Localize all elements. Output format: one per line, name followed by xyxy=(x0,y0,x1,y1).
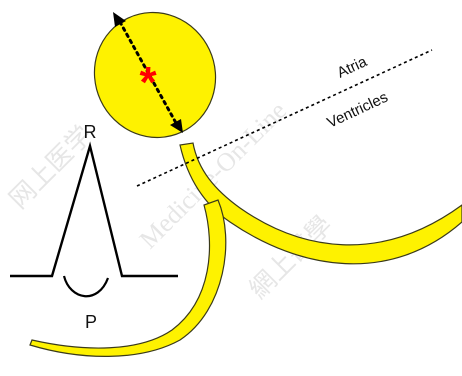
bundle-branches xyxy=(29,142,462,357)
asterisk-marker: * xyxy=(139,58,157,107)
r-wave-label: R xyxy=(84,122,97,142)
dotted-double-arrow xyxy=(113,12,183,133)
p-wave-label: P xyxy=(85,312,97,332)
qrs-trace xyxy=(10,141,178,298)
av-boundary-line xyxy=(136,49,433,187)
atria-label: Atria xyxy=(335,53,371,82)
left-bundle-branch xyxy=(29,199,227,357)
